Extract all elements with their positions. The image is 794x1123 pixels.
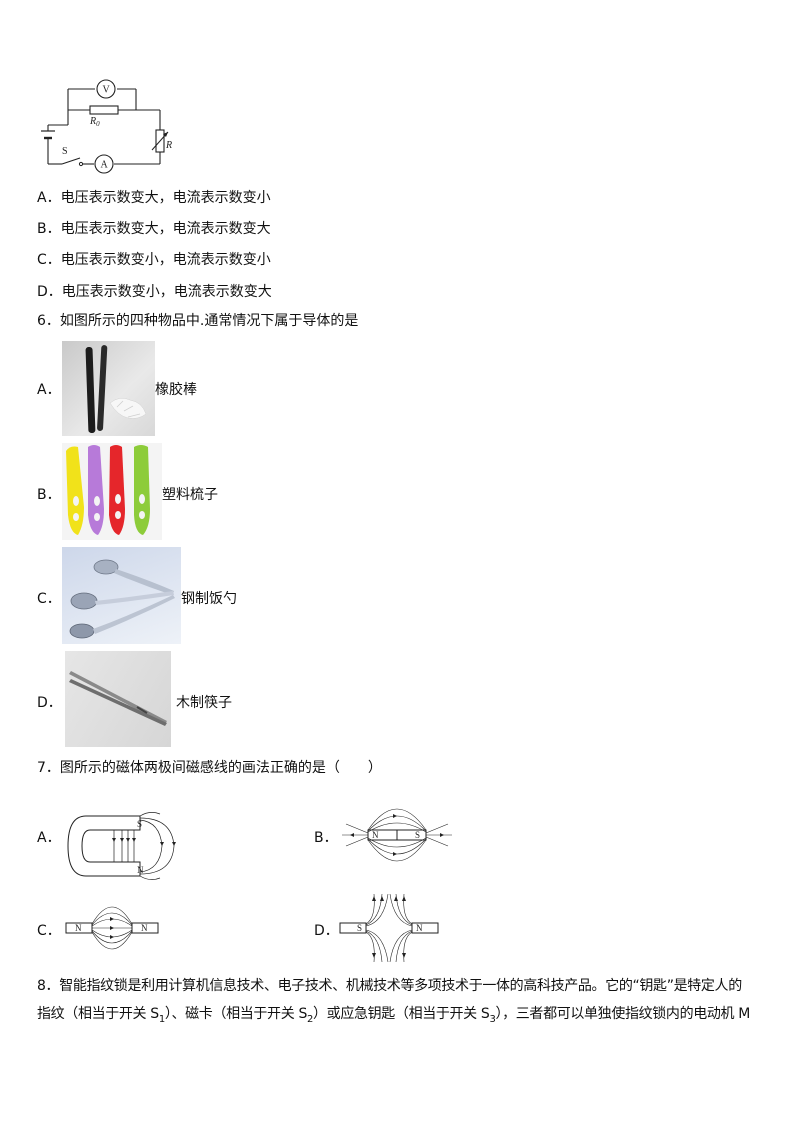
switch-label: S (62, 146, 68, 157)
ammeter-label: A (101, 160, 109, 171)
q8-sub-2: 2 (307, 1013, 314, 1025)
wooden-chopsticks-photo (65, 651, 171, 747)
q5-option-letter: A． (37, 190, 61, 206)
r0-label: R0 (89, 116, 100, 128)
magnet-a-pole-1: S (137, 819, 142, 829)
voltmeter-symbol (96, 79, 116, 99)
voltmeter-label: V (103, 85, 111, 96)
magnet-diagram-a: S N (67, 812, 176, 880)
magnet-a-pole-2: N (137, 865, 144, 875)
q7-option-d-letter: D． (314, 923, 339, 939)
magnet-b-pole-2: S (415, 830, 420, 840)
q6-option-b-letter: B． (37, 487, 61, 503)
q7-option-a-letter: A． (37, 830, 61, 846)
q8-sub-1: 1 (158, 1013, 165, 1025)
steel-spoon-photo (62, 547, 181, 644)
q8-paragraph: 8．智能指纹锁是利用计算机信息技术、电子技术、机械技术等多项技术于一体的高科技产… (37, 972, 762, 1034)
q5-option-text: 电压表示数变大，电流表示数变小 (60, 190, 271, 206)
q8-line-2-part-c: ）或应急钥匙（相当于开关 S (313, 1006, 490, 1022)
q5-option-text: 电压表示数变大，电流表示数变大 (60, 221, 271, 237)
q5-option-text: 电压表示数变小，电流表示数变大 (61, 284, 272, 300)
ammeter-symbol (94, 154, 114, 174)
battery-symbol (41, 130, 55, 140)
q6-option-a-caption: 橡胶棒 (155, 382, 197, 398)
q8-line-2-part-a: 指纹（相当于开关 S (37, 1006, 159, 1022)
q6-option-c-caption: 钢制饭勺 (181, 591, 237, 607)
q8-line-2-part-d: ），三者都可以单独使指纹锁内的电动机 M (495, 1006, 750, 1022)
q7-option-c-letter: C． (37, 923, 61, 939)
plastic-comb-photo (62, 443, 162, 540)
magnet-d-pole-2: N (416, 923, 423, 933)
magnet-c-pole-2: N (141, 923, 148, 933)
q5-option-b: B．电压表示数变大，电流表示数变大 (37, 218, 271, 238)
circuit-diagram: V A S R R0 (41, 79, 172, 174)
q6-option-d-caption: 木制筷子 (176, 695, 232, 711)
q7-option-b-letter: B． (314, 830, 338, 846)
q5-option-d: D．电压表示数变小，电流表示数变大 (37, 281, 272, 301)
q7-stem: 7．图所示的磁体两极间磁感线的画法正确的是（ ） (37, 760, 382, 776)
magnet-b-pole-1: N (372, 830, 379, 840)
q6-stem: 6．如图所示的四种物品中.通常情况下属于导体的是 (37, 313, 359, 329)
magnet-d-pole-1: S (357, 923, 362, 933)
q8-line-2: 指纹（相当于开关 S1）、磁卡（相当于开关 S2）或应急钥匙（相当于开关 S3）… (37, 1000, 762, 1034)
magnet-diagram-c: N N (65, 906, 159, 950)
q5-option-letter: C． (37, 252, 61, 268)
q5-option-text: 电压表示数变小，电流表示数变小 (60, 252, 271, 268)
q6-option-d-letter: D． (37, 695, 62, 711)
rubber-rod-photo (62, 341, 155, 436)
q6-option-a-letter: A． (37, 382, 61, 398)
rheostat-label: R (165, 140, 172, 151)
magnet-diagram-d: S N (339, 893, 439, 963)
q8-line-1: 8．智能指纹锁是利用计算机信息技术、电子技术、机械技术等多项技术于一体的高科技产… (37, 978, 742, 994)
q5-option-letter: B． (37, 221, 61, 237)
q6-option-c-letter: C． (37, 591, 61, 607)
q5-option-letter: D． (37, 284, 62, 300)
q5-option-c: C．电压表示数变小，电流表示数变小 (37, 249, 271, 269)
q5-option-a: A．电压表示数变大，电流表示数变小 (37, 187, 271, 207)
magnet-c-pole-1: N (75, 923, 82, 933)
q6-option-b-caption: 塑料梳子 (162, 487, 218, 503)
rheostat-r (151, 129, 169, 153)
q8-sub-3: 3 (489, 1013, 496, 1025)
magnet-diagram-b: N S (342, 808, 452, 862)
switch-contact (78, 161, 84, 167)
resistor-r0 (89, 105, 119, 115)
q8-line-2-part-b: ）、磁卡（相当于开关 S (164, 1006, 307, 1022)
